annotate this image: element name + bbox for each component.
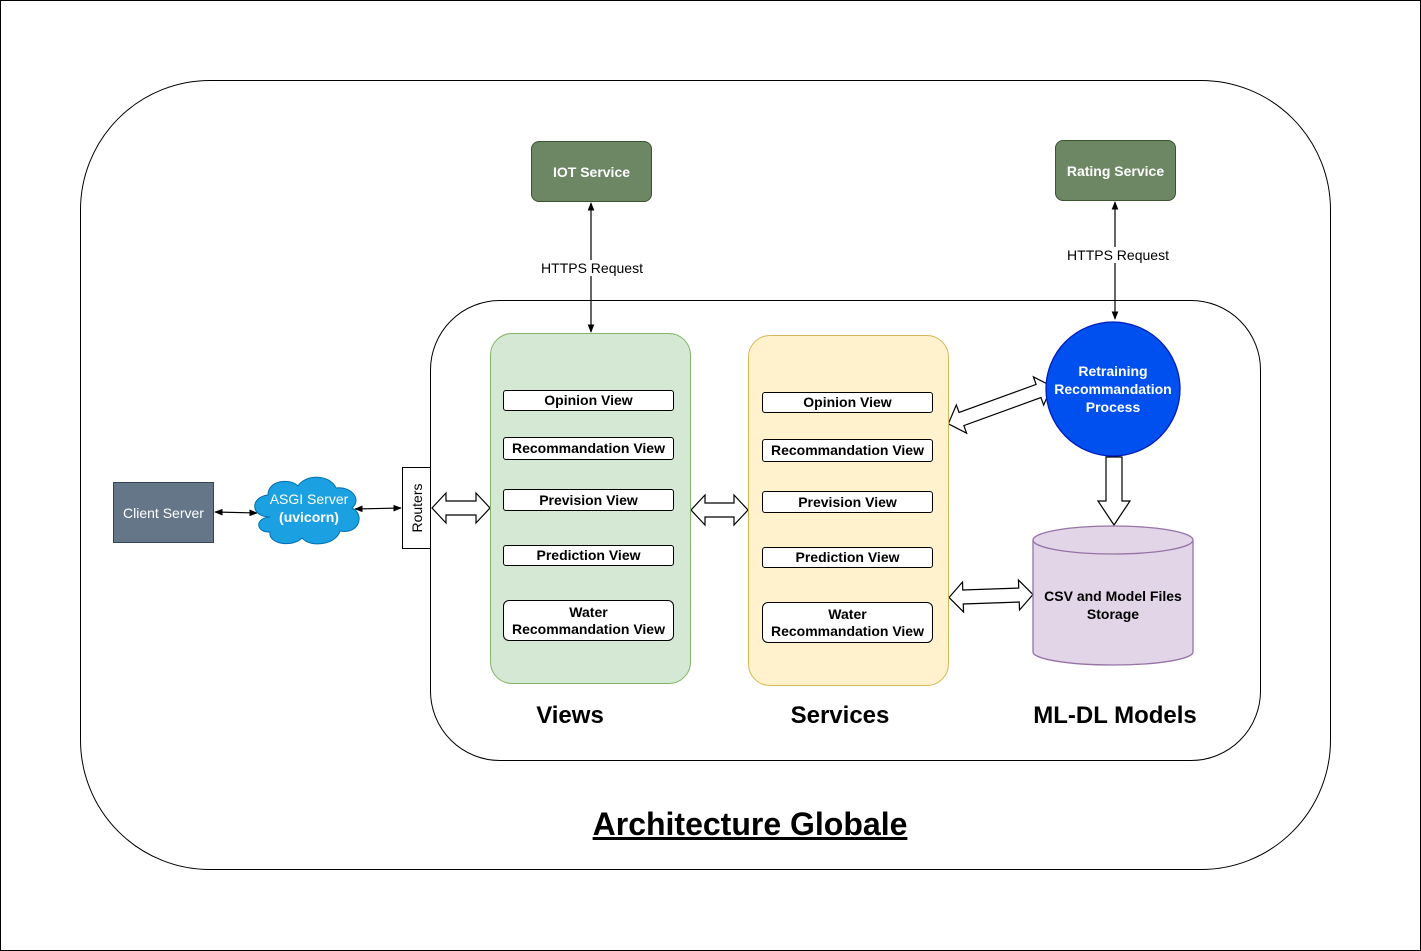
models-section-title: ML-DL Models xyxy=(1033,702,1197,729)
services-item-water-recommandation: Water Recommandation View xyxy=(762,602,933,643)
diagram-title: Architecture Globale xyxy=(592,806,908,842)
views-item-opinion: Opinion View xyxy=(503,390,674,411)
services-storage-arrow xyxy=(948,578,1034,614)
retraining-storage-arrow xyxy=(1096,456,1132,527)
retraining-circle xyxy=(1045,321,1181,457)
views-item-recommandation: Recommandation View xyxy=(503,437,674,460)
views-item-water-recommandation: Water Recommandation View xyxy=(503,600,674,641)
routers-label: Routers xyxy=(408,483,425,533)
client-asgi-connector xyxy=(214,508,258,517)
iot-service-box: IOT Service xyxy=(531,141,652,202)
client-server-box: Client Server xyxy=(113,482,214,543)
asgi-routers-connector xyxy=(354,504,402,513)
services-item-opinion: Opinion View xyxy=(762,392,933,413)
asgi-server-label: ASGI Server xyxy=(269,491,349,507)
asgi-server-sublabel: (uvicorn) xyxy=(279,509,339,525)
asgi-server-label-group: ASGI Server (uvicorn) xyxy=(254,490,364,530)
views-section-title: Views xyxy=(536,702,604,729)
routers-box: Routers xyxy=(402,467,431,549)
views-item-prevision: Prevision View xyxy=(503,489,674,511)
iot-service-label: IOT Service xyxy=(552,163,631,180)
rating-service-label: Rating Service xyxy=(1066,162,1165,179)
storage-label: CSV and Model Files Storage xyxy=(1044,588,1182,622)
iot-request-label: HTTPS Request xyxy=(532,260,652,276)
services-item-recommandation: Recommandation View xyxy=(762,439,933,462)
services-retraining-arrow xyxy=(947,375,1053,435)
services-item-prevision: Prevision View xyxy=(762,491,933,513)
client-server-label: Client Server xyxy=(123,504,204,521)
routers-views-arrow xyxy=(431,491,491,525)
rating-service-box: Rating Service xyxy=(1055,140,1176,201)
rating-request-label: HTTPS Request xyxy=(1058,247,1178,263)
storage-cylinder xyxy=(1032,525,1194,666)
views-services-arrow xyxy=(690,493,749,527)
services-item-prediction: Prediction View xyxy=(762,547,933,568)
global-container xyxy=(80,80,1331,870)
services-section-title: Services xyxy=(790,702,890,729)
retraining-process-label: Retraining Recommandation Process xyxy=(1054,363,1172,415)
asgi-cloud xyxy=(254,476,360,545)
views-item-prediction: Prediction View xyxy=(503,545,674,566)
